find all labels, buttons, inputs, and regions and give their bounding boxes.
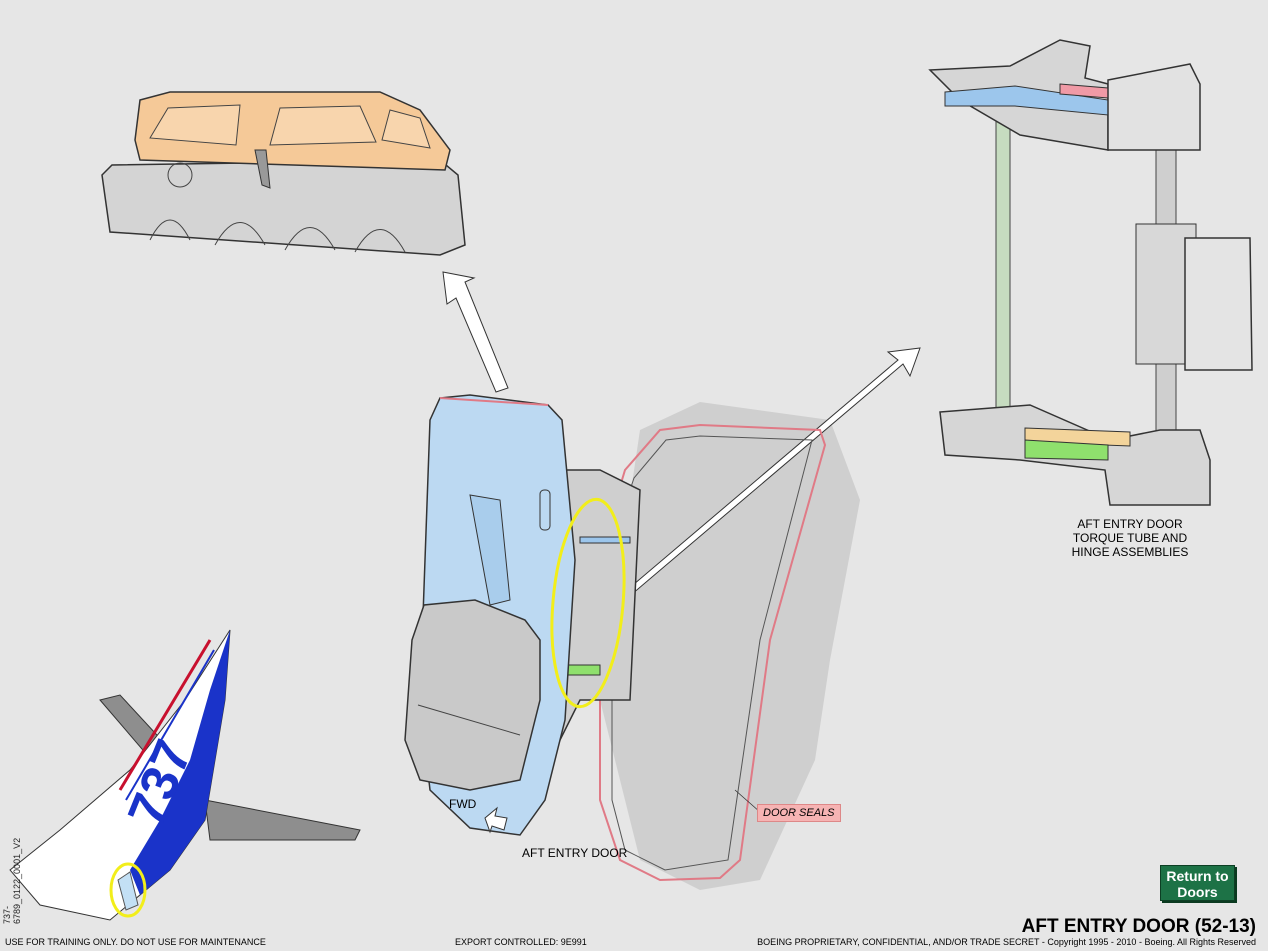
airplane-tail: 737 [9, 629, 361, 921]
door-seals-label: DOOR SEALS [757, 804, 841, 822]
footer-export-control: EXPORT CONTROLLED: 9E991 [455, 937, 587, 947]
callout-arrow-hinge [619, 347, 921, 601]
fwd-label: FWD [449, 797, 477, 811]
return-button-line-2: Doors [1177, 884, 1218, 900]
fwd-arrow-icon [484, 806, 508, 834]
aft-entry-door-caption: AFT ENTRY DOOR [522, 846, 628, 860]
callout-arrow-ceiling [442, 271, 509, 393]
return-to-doors-button[interactable]: Return to Doors [1160, 865, 1235, 901]
tail-door-highlight [109, 862, 147, 918]
footer-copyright: BOEING PROPRIETARY, CONFIDENTIAL, AND/OR… [757, 937, 1256, 947]
hinge-highlight-ellipse [550, 497, 626, 709]
hinge-caption-line-3: HINGE ASSEMBLIES [1071, 545, 1189, 559]
hinge-caption: AFT ENTRY DOOR TORQUE TUBE AND HINGE ASS… [1040, 517, 1220, 559]
hinge-caption-line-2: TORQUE TUBE AND [1072, 531, 1188, 545]
hinge-caption-line-1: AFT ENTRY DOOR [1077, 517, 1183, 531]
document-id: 737-6789_0122_0001_V2 [2, 837, 22, 924]
hinge-assembly-illustration [928, 39, 1253, 506]
return-button-line-1: Return to [1166, 868, 1229, 884]
ceiling-panel-assembly [101, 91, 466, 256]
page-title: AFT ENTRY DOOR (52-13) [1021, 916, 1256, 937]
footer-training-notice: USE FOR TRAINING ONLY. DO NOT USE FOR MA… [5, 937, 266, 947]
door-panel [404, 394, 576, 836]
frame-shadow [600, 402, 860, 890]
